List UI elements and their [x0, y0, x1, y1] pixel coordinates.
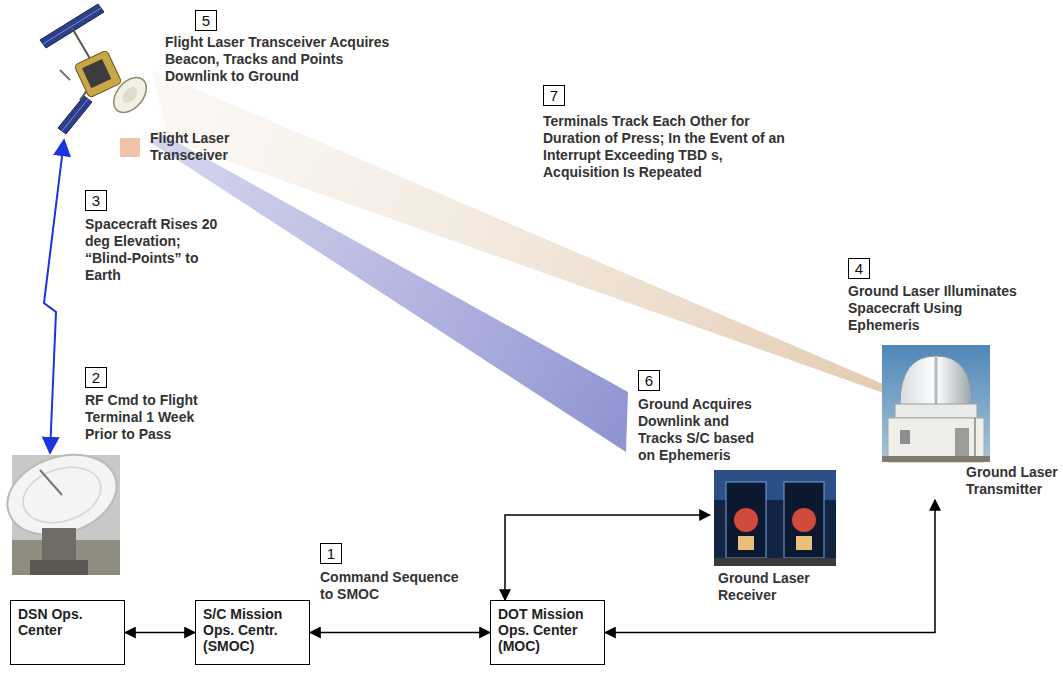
connector-arrow: [310, 632, 490, 634]
process-box: DOT Mission Ops. Center (MOC): [490, 600, 605, 665]
callout-number: 2: [85, 367, 107, 388]
spacecraft: [40, 4, 153, 157]
ground-station-node: Ground Laser Receiver: [710, 468, 844, 606]
receiver-photo: [714, 470, 836, 566]
callout-number: 7: [543, 85, 565, 106]
process-box: S/C Mission Ops. Centr. (SMOC): [195, 600, 310, 665]
callout-number: 3: [85, 190, 107, 211]
callout-text: Command Sequence to SMOC: [320, 569, 470, 603]
node-text: DSN Ops. Center: [18, 606, 117, 638]
callout-text: Ground Laser Illuminates Spacecraft Usin…: [848, 283, 1028, 334]
node-text: DOT Mission Ops. Center (MOC): [498, 606, 597, 654]
callout-text: Flight Laser Transceiver Acquires Beacon…: [165, 34, 400, 85]
node-text: Ground Laser Transmitter: [966, 464, 1060, 498]
dsn-antenna: [0, 442, 127, 575]
callout-text: Ground Acquires Downlink and Tracks S/C …: [638, 396, 764, 464]
transceiver-marker: [120, 138, 140, 157]
connector-arrow: [125, 632, 195, 634]
callout-text: RF Cmd to Flight Terminal 1 Week Prior t…: [85, 392, 217, 443]
callout-text: Spacecraft Rises 20 deg Elevation; “Blin…: [85, 216, 223, 284]
downlink-beam: [150, 134, 628, 452]
connector-arrow: [505, 515, 710, 600]
callout-number: 6: [638, 370, 660, 391]
node-text: Ground Laser Receiver: [718, 570, 844, 604]
callout-number: 1: [320, 543, 342, 564]
ground-station-node: Ground Laser Transmitter: [880, 343, 1060, 500]
rf-link: [44, 140, 64, 453]
callout-number: 4: [848, 258, 870, 279]
node-text: S/C Mission Ops. Centr. (SMOC): [203, 606, 302, 654]
callout-number: 5: [195, 10, 217, 31]
node-text: Flight Laser Transceiver: [150, 130, 253, 164]
callout-text: Terminals Track Each Other for Duration …: [543, 113, 793, 181]
transmitter-photo: [882, 345, 990, 462]
process-box: DSN Ops. Center: [10, 600, 125, 665]
connector-arrow: [605, 500, 935, 633]
transceiver-label-node: Flight Laser Transceiver: [118, 128, 253, 166]
